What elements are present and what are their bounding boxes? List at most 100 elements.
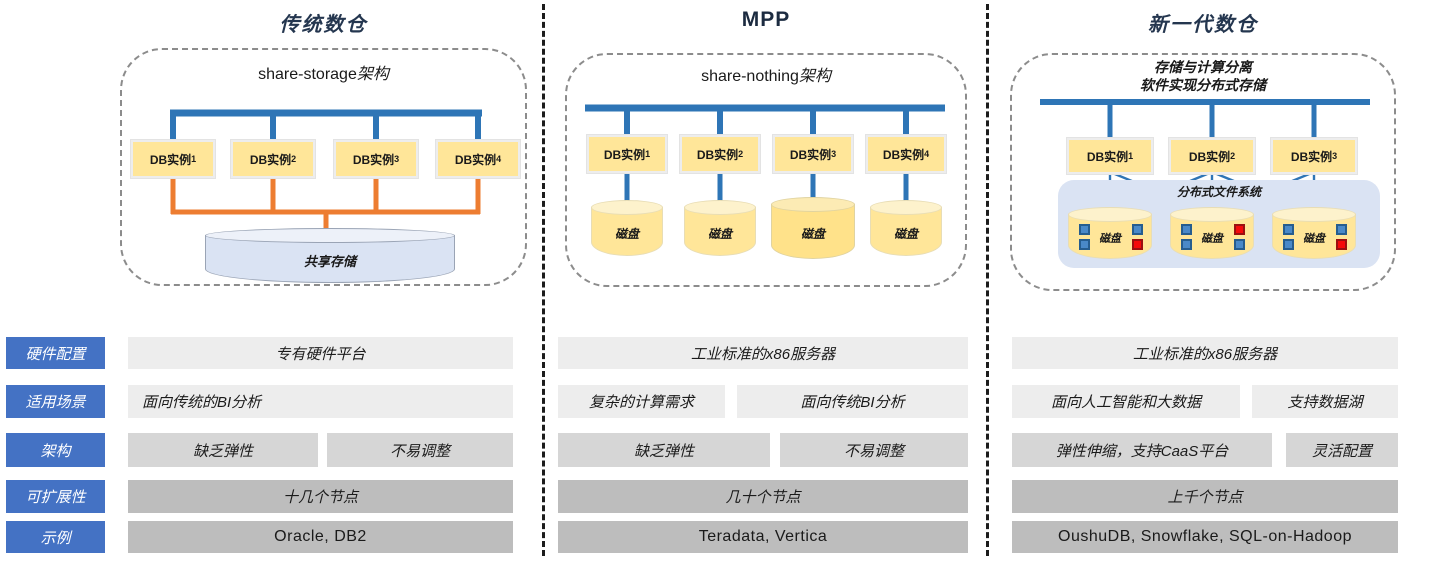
cell-scalability-mpp: 几十个节点 bbox=[558, 480, 968, 513]
cell-scenario-mpp-1: 复杂的计算需求 bbox=[558, 385, 725, 418]
cell-hardware-traditional: 专有硬件平台 bbox=[128, 337, 513, 369]
db-instance-index: 4 bbox=[924, 149, 930, 159]
disk-chip-column-left bbox=[1283, 224, 1294, 250]
disk-label: 磁盘 bbox=[1099, 233, 1121, 245]
disk-label: 磁盘 bbox=[1303, 233, 1325, 245]
db-instance-label: DB实例 bbox=[1188, 149, 1231, 164]
db-instance-index: 1 bbox=[645, 149, 651, 159]
cell-scenario-traditional: 面向传统的BI分析 bbox=[128, 385, 513, 418]
cylinder-top bbox=[591, 200, 663, 215]
disk-chip-column-right bbox=[1336, 224, 1347, 250]
cylinder-top bbox=[1272, 207, 1356, 222]
db-instance-index: 1 bbox=[191, 154, 197, 164]
cell-arch-traditional-2: 不易调整 bbox=[327, 433, 513, 467]
arch-label-line2: 软件实现分布式存储 bbox=[1140, 77, 1266, 93]
db-instance-index: 3 bbox=[394, 154, 400, 164]
cell-examples-traditional: Oracle, DB2 bbox=[128, 521, 513, 553]
data-block-chip bbox=[1132, 224, 1143, 235]
cell-hardware-mpp: 工业标准的x86服务器 bbox=[558, 337, 968, 369]
cell-examples-newgen: OushuDB, Snowflake, SQL-on-Hadoop bbox=[1012, 521, 1398, 553]
cylinder-body bbox=[591, 207, 663, 256]
cell-arch-mpp-2: 不易调整 bbox=[780, 433, 968, 467]
db-instance-index: 4 bbox=[496, 154, 502, 164]
db-instance-index: 2 bbox=[738, 149, 744, 159]
dfs-disk-cylinder: 磁盘 bbox=[1272, 207, 1356, 259]
panel-title-newgen: 新一代数仓 bbox=[1148, 14, 1258, 36]
cell-examples-mpp: Teradata, Vertica bbox=[558, 521, 968, 553]
data-block-chip bbox=[1181, 239, 1192, 250]
cell-arch-mpp-1: 缺乏弹性 bbox=[558, 433, 770, 467]
arch-label-line1: 存储与计算分离 bbox=[1154, 59, 1252, 75]
cell-scenario-newgen-2: 支持数据湖 bbox=[1252, 385, 1398, 418]
db-instance-label: DB实例 bbox=[882, 147, 925, 162]
cell-scenario-newgen-1: 面向人工智能和大数据 bbox=[1012, 385, 1240, 418]
db-instance-index: 2 bbox=[291, 154, 297, 164]
disk-cylinder: 磁盘 bbox=[771, 197, 855, 259]
panel-frame-traditional bbox=[120, 48, 527, 286]
row-label-examples: 示例 bbox=[6, 521, 105, 553]
disk-label: 磁盘 bbox=[800, 226, 825, 241]
db-instance-label: DB实例 bbox=[454, 152, 497, 167]
cylinder-top bbox=[205, 228, 455, 243]
cell-arch-newgen-2: 灵活配置 bbox=[1286, 433, 1398, 467]
data-block-chip bbox=[1181, 224, 1192, 235]
disk-chip-column-right bbox=[1234, 224, 1245, 250]
disk-label: 磁盘 bbox=[707, 226, 732, 241]
data-block-chip bbox=[1283, 239, 1294, 250]
db-instance-index: 3 bbox=[831, 149, 837, 159]
data-block-chip bbox=[1079, 224, 1090, 235]
cylinder-top bbox=[684, 200, 756, 215]
disk-chip-column-left bbox=[1181, 224, 1192, 250]
shared-storage-label: 共享存储 bbox=[303, 254, 356, 269]
arch-label-share-storage: share-storage架构 bbox=[120, 60, 527, 84]
cell-scalability-traditional: 十几个节点 bbox=[128, 480, 513, 513]
panel-separator-1 bbox=[542, 4, 545, 556]
arch-label-latin: share-storage bbox=[258, 66, 357, 83]
cylinder-body bbox=[870, 207, 942, 256]
cell-scalability-newgen: 上千个节点 bbox=[1012, 480, 1398, 513]
row-label-scenario: 适用场景 bbox=[6, 385, 105, 418]
data-block-chip bbox=[1132, 239, 1143, 250]
panel-title-mpp: MPP bbox=[741, 8, 791, 31]
shared-storage-cylinder: 共享存储 bbox=[205, 228, 455, 283]
dfs-disk-cylinder: 磁盘 bbox=[1068, 207, 1152, 259]
disk-chip-column-right bbox=[1132, 224, 1143, 250]
cylinder-top bbox=[771, 197, 855, 212]
dfs-disk-cylinder: 磁盘 bbox=[1170, 207, 1254, 259]
disk-label: 磁盘 bbox=[1201, 233, 1223, 245]
db-instance-label: DB实例 bbox=[1290, 149, 1333, 164]
cylinder-top bbox=[870, 200, 942, 215]
db-instance-label: DB实例 bbox=[352, 152, 395, 167]
cylinder-top bbox=[1068, 207, 1152, 222]
panel-separator-2 bbox=[986, 4, 989, 556]
db-instance-label: DB实例 bbox=[603, 147, 646, 162]
cell-arch-newgen-1: 弹性伸缩，支持CaaS平台 bbox=[1012, 433, 1272, 467]
panel-title-traditional: 传统数仓 bbox=[279, 14, 368, 36]
panel-frame-newgen bbox=[1010, 53, 1396, 291]
cylinder-body bbox=[684, 207, 756, 256]
data-block-chip bbox=[1234, 224, 1245, 235]
disk-cylinder: 磁盘 bbox=[870, 200, 942, 256]
row-label-architecture: 架构 bbox=[6, 433, 105, 467]
data-block-chip bbox=[1283, 224, 1294, 235]
db-instance-label: DB实例 bbox=[1086, 149, 1129, 164]
data-block-chip bbox=[1079, 239, 1090, 250]
cell-hardware-newgen: 工业标准的x86服务器 bbox=[1012, 337, 1398, 369]
cylinder-body bbox=[205, 235, 455, 283]
arch-label-newgen: 存储与计算分离 软件实现分布式存储 bbox=[1010, 58, 1396, 94]
disk-label: 磁盘 bbox=[893, 226, 918, 241]
row-label-scalability: 可扩展性 bbox=[6, 480, 105, 513]
data-block-chip bbox=[1336, 224, 1347, 235]
arch-label-cjk: 架构 bbox=[798, 68, 831, 85]
distributed-fs-label: 分布式文件系统 bbox=[1176, 185, 1261, 199]
